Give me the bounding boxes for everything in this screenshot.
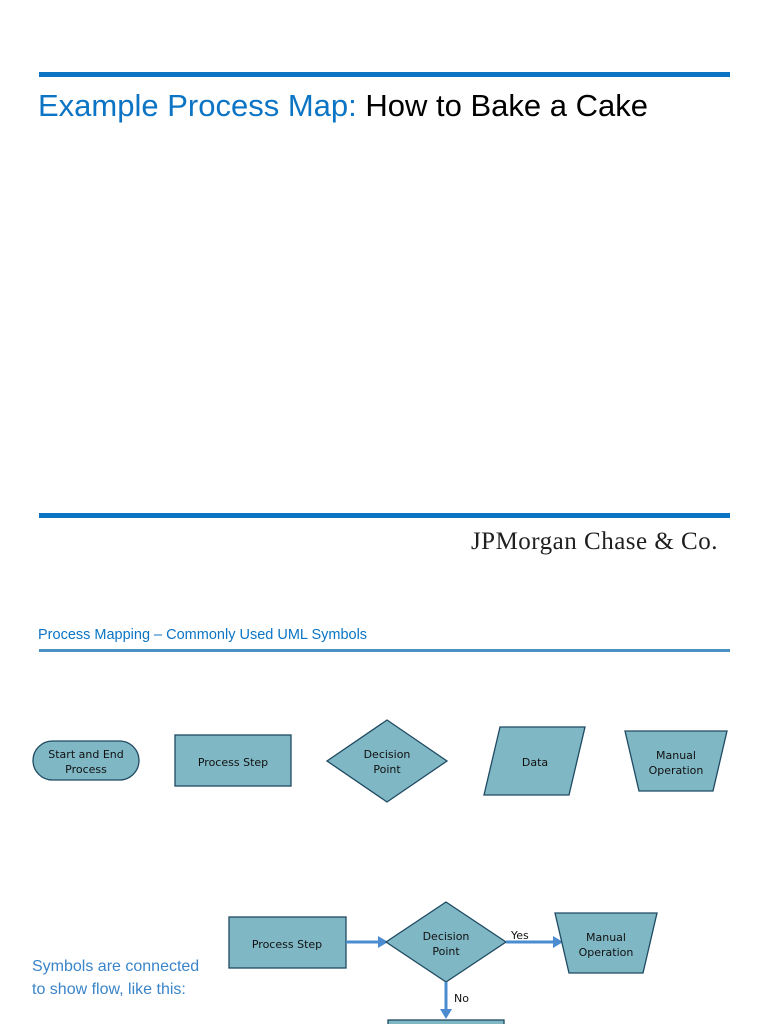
flow-manual-operation: Manual Operation	[554, 912, 658, 974]
title-rest: How to Bake a Cake	[356, 88, 648, 123]
flow-next-step	[387, 1019, 505, 1024]
symbol-manual-operation: Manual Operation	[624, 730, 728, 792]
page-title: Example Process Map: How to Bake a Cake	[38, 88, 648, 124]
symbol-process-step-label: Process Step	[198, 756, 268, 769]
section-divider	[39, 649, 730, 652]
symbol-decision-line2: Point	[373, 763, 401, 776]
flow-connector-yes: Yes	[506, 929, 563, 948]
symbol-start-end-line2: Process	[65, 763, 107, 776]
symbol-data-label: Data	[522, 756, 548, 769]
symbol-manual-line1: Manual	[656, 749, 696, 762]
middle-divider	[39, 513, 730, 518]
title-accent: Example Process Map:	[38, 88, 357, 123]
flow-process-step-label: Process Step	[252, 938, 322, 951]
symbol-decision-line1: Decision	[364, 748, 411, 761]
symbol-manual-line2: Operation	[649, 764, 704, 777]
flow-connector-no: No	[440, 982, 469, 1019]
flow-manual-line2: Operation	[579, 946, 634, 959]
flow-note: Symbols are connected to show flow, like…	[32, 958, 200, 998]
flow-no-label: No	[454, 992, 469, 1005]
flow-decision: Decision Point	[384, 901, 508, 983]
symbol-decision: Decision Point	[325, 719, 449, 803]
uml-symbols-diagram: Start and End Process Process Step Decis…	[32, 719, 728, 1024]
symbol-start-end: Start and End Process	[32, 740, 140, 781]
top-divider	[39, 72, 730, 77]
symbol-process-step: Process Step	[174, 734, 292, 787]
flow-decision-line2: Point	[432, 945, 460, 958]
flow-decision-line1: Decision	[423, 930, 470, 943]
flow-process-step: Process Step	[228, 916, 347, 969]
flow-connector-step-to-decision	[346, 936, 388, 948]
company-logo: JPMorgan Chase & Co.	[470, 528, 718, 555]
symbol-data: Data	[483, 726, 586, 796]
flow-yes-label: Yes	[510, 929, 529, 942]
symbol-start-end-line1: Start and End	[48, 748, 123, 761]
section-subtitle: Process Mapping – Commonly Used UML Symb…	[38, 627, 368, 643]
flow-manual-line1: Manual	[586, 931, 626, 944]
